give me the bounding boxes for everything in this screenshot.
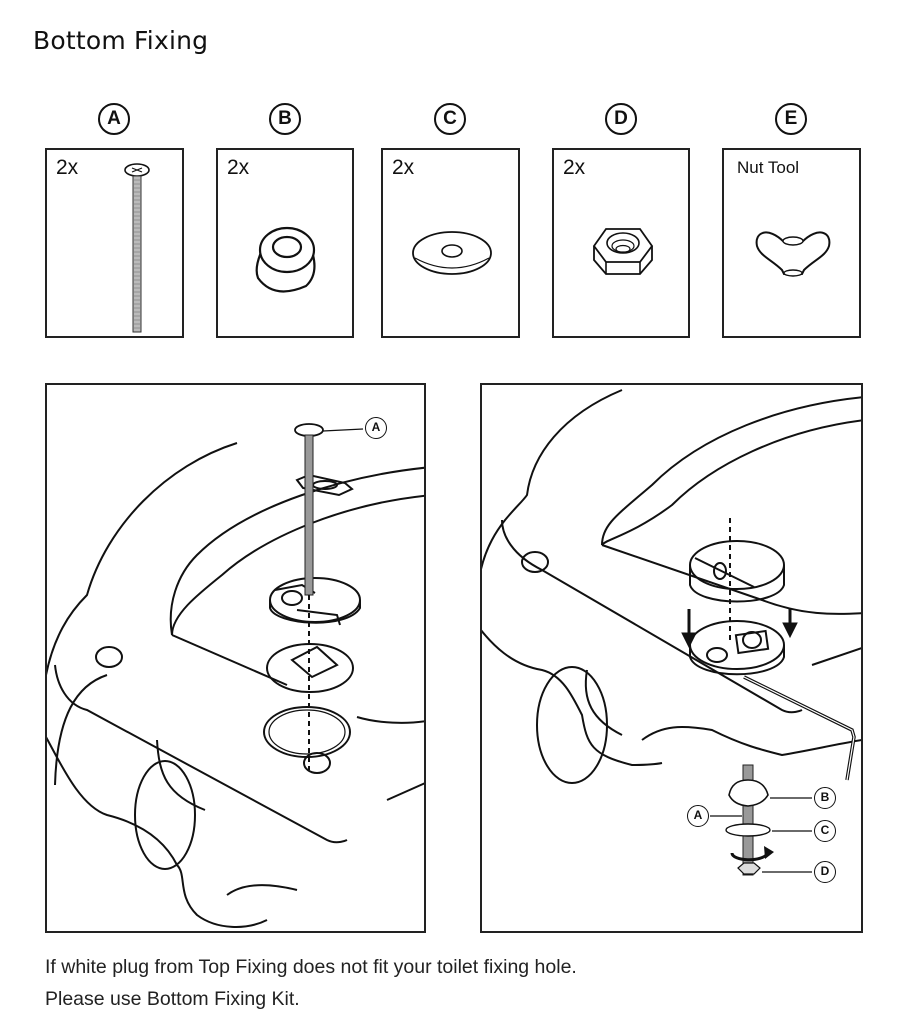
- wing-nut-icon: [755, 231, 831, 277]
- final-assembly-illustration: [482, 389, 861, 876]
- part-quantity: 2x: [56, 156, 79, 179]
- part-label-d: D: [605, 103, 637, 135]
- part-label-e: E: [775, 103, 807, 135]
- part-quantity: 2x: [392, 156, 415, 179]
- part-quantity: Nut Tool: [737, 158, 800, 177]
- page-title: Bottom Fixing: [33, 26, 209, 55]
- part-quantity: 2x: [563, 156, 586, 179]
- diagram-right: B A C D: [480, 383, 863, 933]
- callout-d: D: [814, 861, 836, 883]
- part-box-a: 2x: [45, 148, 184, 338]
- part-box-c: 2x: [381, 148, 520, 338]
- bolt-icon: [124, 163, 150, 333]
- diagram-left: A: [45, 383, 426, 933]
- callout-c: C: [814, 820, 836, 842]
- exploded-assembly-illustration: [47, 423, 424, 928]
- cone-washer-icon: [255, 226, 316, 293]
- flat-washer-icon: [412, 231, 492, 275]
- part-quantity: 2x: [227, 156, 250, 179]
- note-line-2: Please use Bottom Fixing Kit.: [45, 988, 300, 1010]
- part-box-e: Nut Tool: [722, 148, 861, 338]
- callout-a: A: [687, 805, 709, 827]
- note-line-1: If white plug from Top Fixing does not f…: [45, 956, 577, 978]
- hex-nut-icon: [592, 228, 654, 275]
- part-label-c: C: [434, 103, 466, 135]
- part-label-b: B: [269, 103, 301, 135]
- part-box-d: 2x: [552, 148, 690, 338]
- part-box-b: 2x: [216, 148, 354, 338]
- callout-a: A: [365, 417, 387, 439]
- callout-b: B: [814, 787, 836, 809]
- part-label-a: A: [98, 103, 130, 135]
